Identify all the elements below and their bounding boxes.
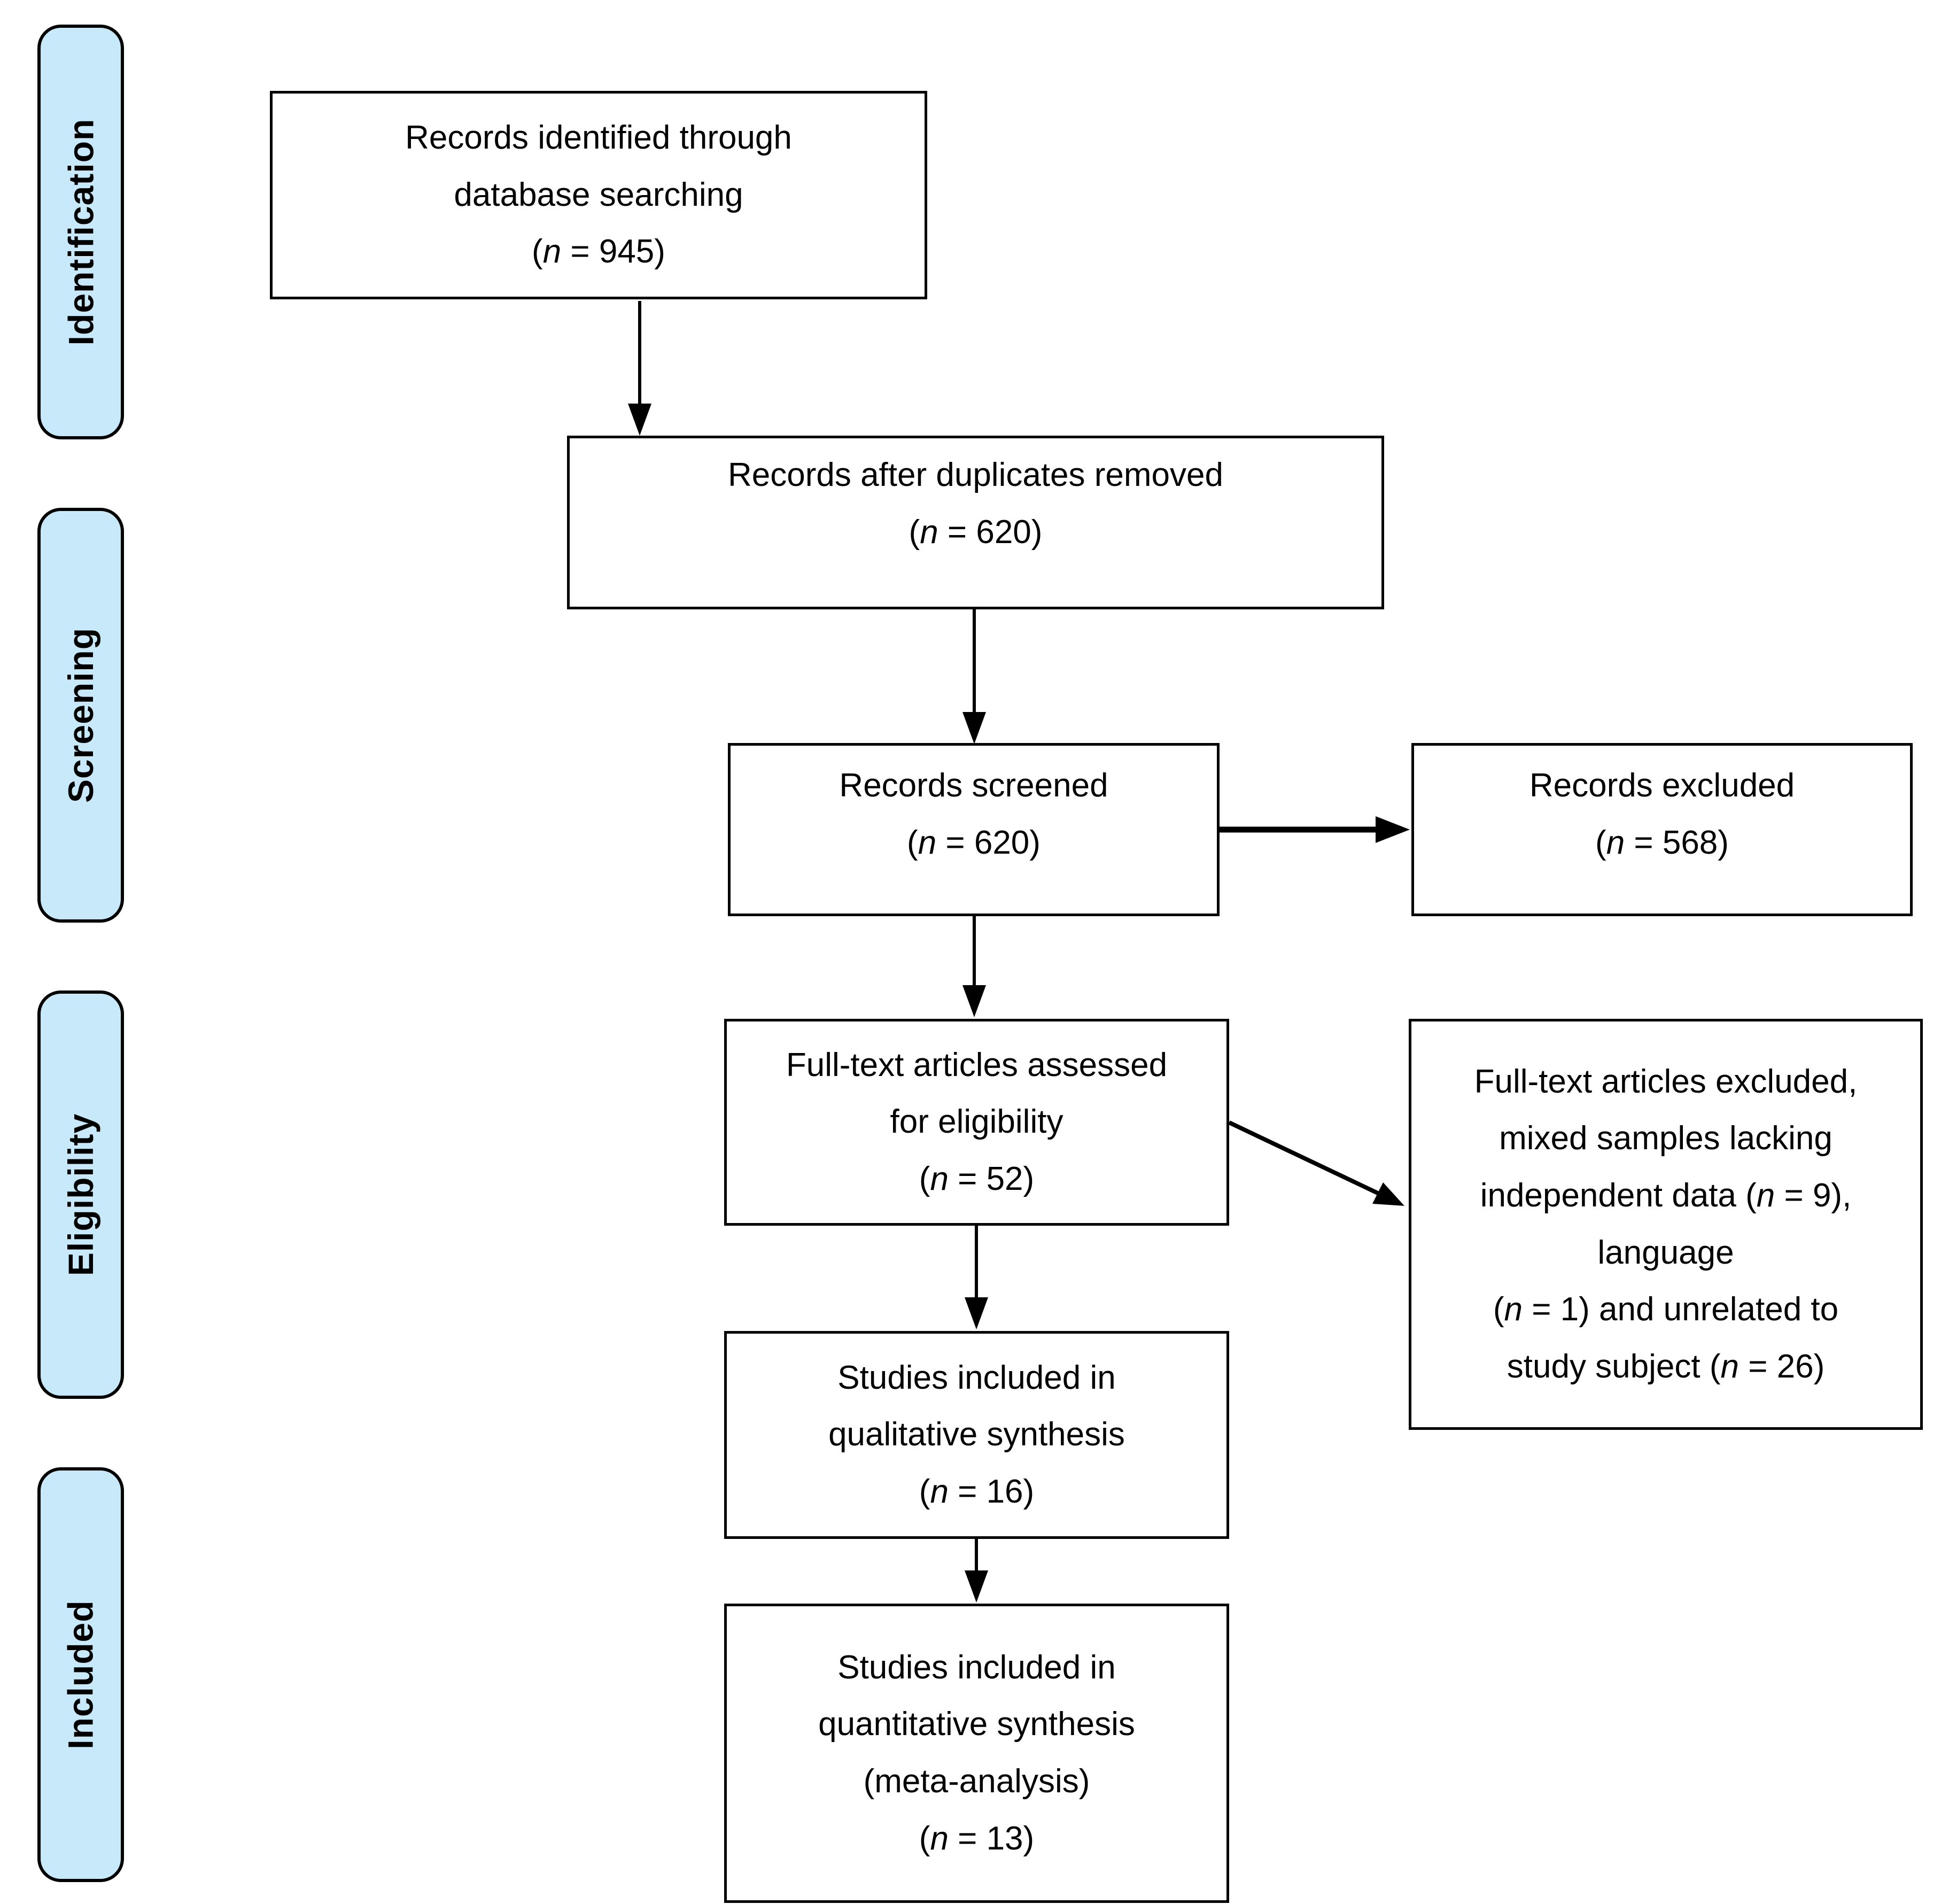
box-text-line: Full-text articles excluded, <box>1474 1063 1858 1100</box>
box-qualitative-synthesis: Studies included in qualitative synthesis… <box>724 1331 1229 1539</box>
stage-label-text: Eligibility <box>61 1113 101 1276</box>
arrow-screened-to-records-excluded <box>1220 816 1410 843</box>
arrow-screened-to-fulltext <box>962 916 986 1017</box>
box-text-line: (meta-analysis) <box>863 1763 1090 1800</box>
arrow-identified-to-duplicates <box>628 301 651 436</box>
stage-label-text: Screening <box>61 627 101 803</box>
stage-label-screening: Screening <box>37 508 124 923</box>
box-text-line: Records identified through <box>405 119 792 157</box>
stage-label-identification: Identification <box>37 25 124 439</box>
box-text-line: Studies included in <box>837 1648 1116 1686</box>
box-text-line: database searching <box>454 176 743 213</box>
box-text-line: (n = 568) <box>1595 824 1729 861</box>
box-text-line: (n = 620) <box>909 513 1043 551</box>
box-text-line: (n = 620) <box>907 824 1041 861</box>
arrow-duplicates-to-screened <box>962 609 986 744</box>
arrow-fulltext-to-qualitative <box>965 1226 988 1329</box>
arrow-fulltext-to-fulltext-excluded <box>1228 1120 1404 1206</box>
box-text-line: (n = 945) <box>532 233 665 270</box>
box-text-line: for eligibility <box>890 1103 1063 1141</box>
stage-label-text: Included <box>61 1600 101 1750</box>
stage-label-text: Identification <box>61 118 101 346</box>
box-quantitative-synthesis: Studies included in quantitative synthesi… <box>724 1604 1229 1903</box>
box-fulltext-assessed: Full-text articles assessed for eligibili… <box>724 1019 1229 1226</box>
box-text-line: study subject (n = 26) <box>1507 1348 1825 1385</box>
box-text-line: (n = 52) <box>919 1160 1035 1197</box>
box-records-excluded: Records excluded (n = 568) <box>1411 743 1913 916</box>
box-text-line: Studies included in <box>837 1359 1116 1396</box>
box-text-line: independent data (n = 9), <box>1480 1177 1852 1214</box>
box-fulltext-excluded: Full-text articles excluded, mixed sample… <box>1409 1019 1923 1430</box>
box-text-line: (n = 13) <box>919 1820 1035 1857</box>
stage-label-included: Included <box>37 1467 124 1882</box>
box-text-line: Records screened <box>839 767 1108 804</box>
box-text-line: Full-text articles assessed <box>786 1046 1168 1083</box>
stage-label-eligibility: Eligibility <box>37 990 124 1399</box>
box-text-line: mixed samples lacking <box>1499 1120 1833 1157</box>
box-text-line: language <box>1597 1234 1734 1271</box>
box-text-line: (n = 16) <box>919 1473 1035 1510</box>
box-text-line: (n = 1) and unrelated to <box>1493 1291 1839 1328</box>
box-records-identified: Records identified through database searc… <box>270 91 927 299</box>
box-text-line: Records excluded <box>1529 767 1795 804</box>
box-records-screened: Records screened (n = 620) <box>728 743 1220 916</box>
arrow-qualitative-to-quantitative <box>965 1539 988 1603</box>
box-text-line: quantitative synthesis <box>818 1706 1135 1743</box>
box-text-line: Records after duplicates removed <box>727 456 1223 493</box>
box-text-line: qualitative synthesis <box>828 1416 1125 1453</box>
box-records-after-duplicates-removed: Records after duplicates removed (n = 620… <box>567 436 1384 609</box>
